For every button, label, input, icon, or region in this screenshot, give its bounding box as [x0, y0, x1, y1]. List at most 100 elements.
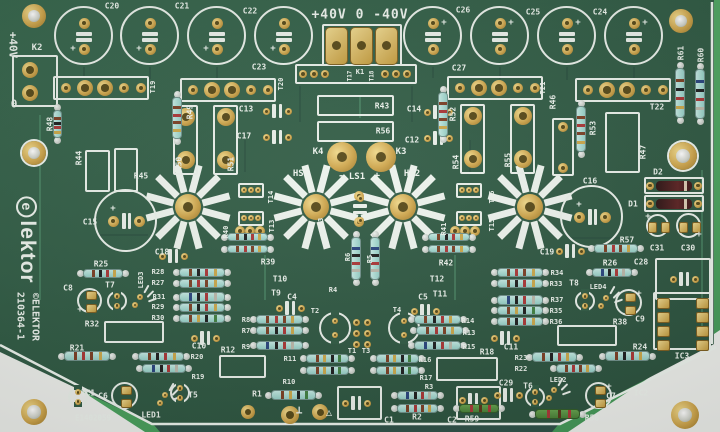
pad-drill-hole: [76, 391, 80, 394]
silk-label: C11: [503, 342, 519, 352]
pad-drill-hole: [447, 136, 451, 140]
film-cap-bar: [272, 104, 276, 118]
pad-drill-hole: [561, 166, 565, 170]
solder-dot: [491, 280, 498, 287]
resistor-band: [577, 140, 585, 144]
solder-ring-pad: [582, 302, 588, 309]
silk-label: R30: [151, 314, 165, 322]
solder-dot: [631, 269, 638, 276]
resistor-band: [385, 367, 389, 374]
solder-dot: [676, 62, 684, 69]
pad-drill-hole: [365, 320, 369, 324]
solder-dot: [300, 367, 307, 374]
solder-ring-pad: [513, 83, 523, 93]
pad-drill-hole: [101, 84, 109, 92]
resistor-band: [282, 316, 286, 323]
silk-footprint-outline: [317, 95, 394, 116]
solder-dot: [418, 355, 425, 362]
heatsink-starburst-ray: [196, 174, 221, 199]
cap-polarity-bar: [209, 38, 225, 42]
resistor-band: [315, 367, 319, 374]
solder-dot: [224, 315, 231, 322]
solder-dot: [439, 86, 447, 93]
resistor-band: [197, 280, 201, 287]
resistor-band: [189, 269, 193, 276]
solder-dot: [579, 410, 586, 418]
silk-label: R46: [548, 94, 558, 110]
silk-label: R45: [133, 171, 149, 181]
pad-drill-hole: [316, 408, 324, 416]
solder-dot: [267, 233, 274, 241]
pad-drill-hole: [631, 46, 637, 52]
capacitor-pad: [661, 221, 670, 233]
pad-drill-hole: [354, 342, 358, 346]
pad-drill-hole: [115, 295, 119, 298]
silk-footprint-outline: [337, 386, 382, 420]
smd-pad: [696, 312, 709, 323]
silk-label: R56: [375, 126, 391, 136]
solder-ring-pad: [432, 307, 440, 315]
pad-drill-hole: [147, 46, 153, 52]
resistor-band: [531, 280, 535, 287]
solder-ring-pad: [284, 133, 292, 141]
solder-dot: [696, 63, 704, 70]
cap-polarity-bar: [559, 32, 575, 36]
solder-dot: [460, 316, 467, 323]
resistor: [675, 68, 685, 118]
resistor-band: [236, 246, 240, 252]
solder-dot: [54, 104, 61, 111]
silk-label: R5: [366, 254, 374, 264]
resistor-band: [488, 405, 491, 412]
pad-strip-outline: [575, 78, 671, 102]
resistor-band: [323, 355, 327, 362]
solder-dot: [526, 353, 533, 361]
solder-dot: [418, 367, 425, 374]
resistor-band: [291, 316, 295, 323]
pad-drill-hole: [519, 112, 527, 120]
pad-drill-hole: [138, 295, 142, 299]
capacitor-outline: [187, 6, 246, 65]
capacitor-pad: [624, 293, 636, 302]
pad-drill-hole: [402, 334, 406, 337]
resistor: [535, 409, 580, 419]
solder-dot: [302, 327, 309, 334]
solder-ring-pad: [245, 226, 255, 236]
pad-drill-hole: [365, 342, 369, 346]
capacitor-pad: [85, 291, 97, 300]
solder-ring-pad: [255, 215, 261, 221]
power-rail-label: +40V 0 -40V: [311, 7, 409, 23]
resistor-band: [601, 269, 604, 276]
resistor-band: [615, 352, 618, 360]
silk-label: R1: [252, 389, 262, 399]
resistor-band: [90, 352, 94, 360]
pad-drill-hole: [365, 331, 369, 335]
silk-label: T18: [368, 70, 376, 82]
solder-ring-pad: [458, 396, 466, 404]
bracket-gap: [176, 381, 184, 386]
silk-label: C6: [98, 391, 108, 401]
resistor-band: [440, 316, 444, 323]
cap-plus-mark: +: [642, 18, 648, 28]
pad-drill-hole: [337, 152, 347, 162]
silk-label: T8: [569, 278, 579, 288]
solder-ring-pad: [211, 17, 223, 29]
silk-label: C2: [447, 415, 457, 425]
pad-drill-hole: [532, 85, 538, 91]
silk-label: R54: [451, 154, 461, 170]
pad-drill-hole: [482, 398, 486, 402]
solder-ring-pad: [381, 70, 389, 78]
pad-drill-hole: [398, 202, 408, 212]
silk-label: C14: [406, 104, 422, 114]
solder-dot: [588, 245, 595, 252]
heatsink-starburst-ray: [273, 192, 303, 207]
pad-drill-hole: [178, 396, 182, 399]
resistor: [497, 306, 543, 315]
solder-ring-pad: [235, 226, 245, 236]
resistor-band: [274, 342, 278, 349]
solder-ring-pad: [471, 80, 487, 96]
silk-label: C17: [236, 131, 252, 141]
solder-ring-pad: [327, 142, 357, 172]
solder-ring-pad: [532, 389, 538, 396]
heatsink-starburst-ray: [360, 207, 390, 222]
pad-drill-hole: [514, 336, 518, 340]
